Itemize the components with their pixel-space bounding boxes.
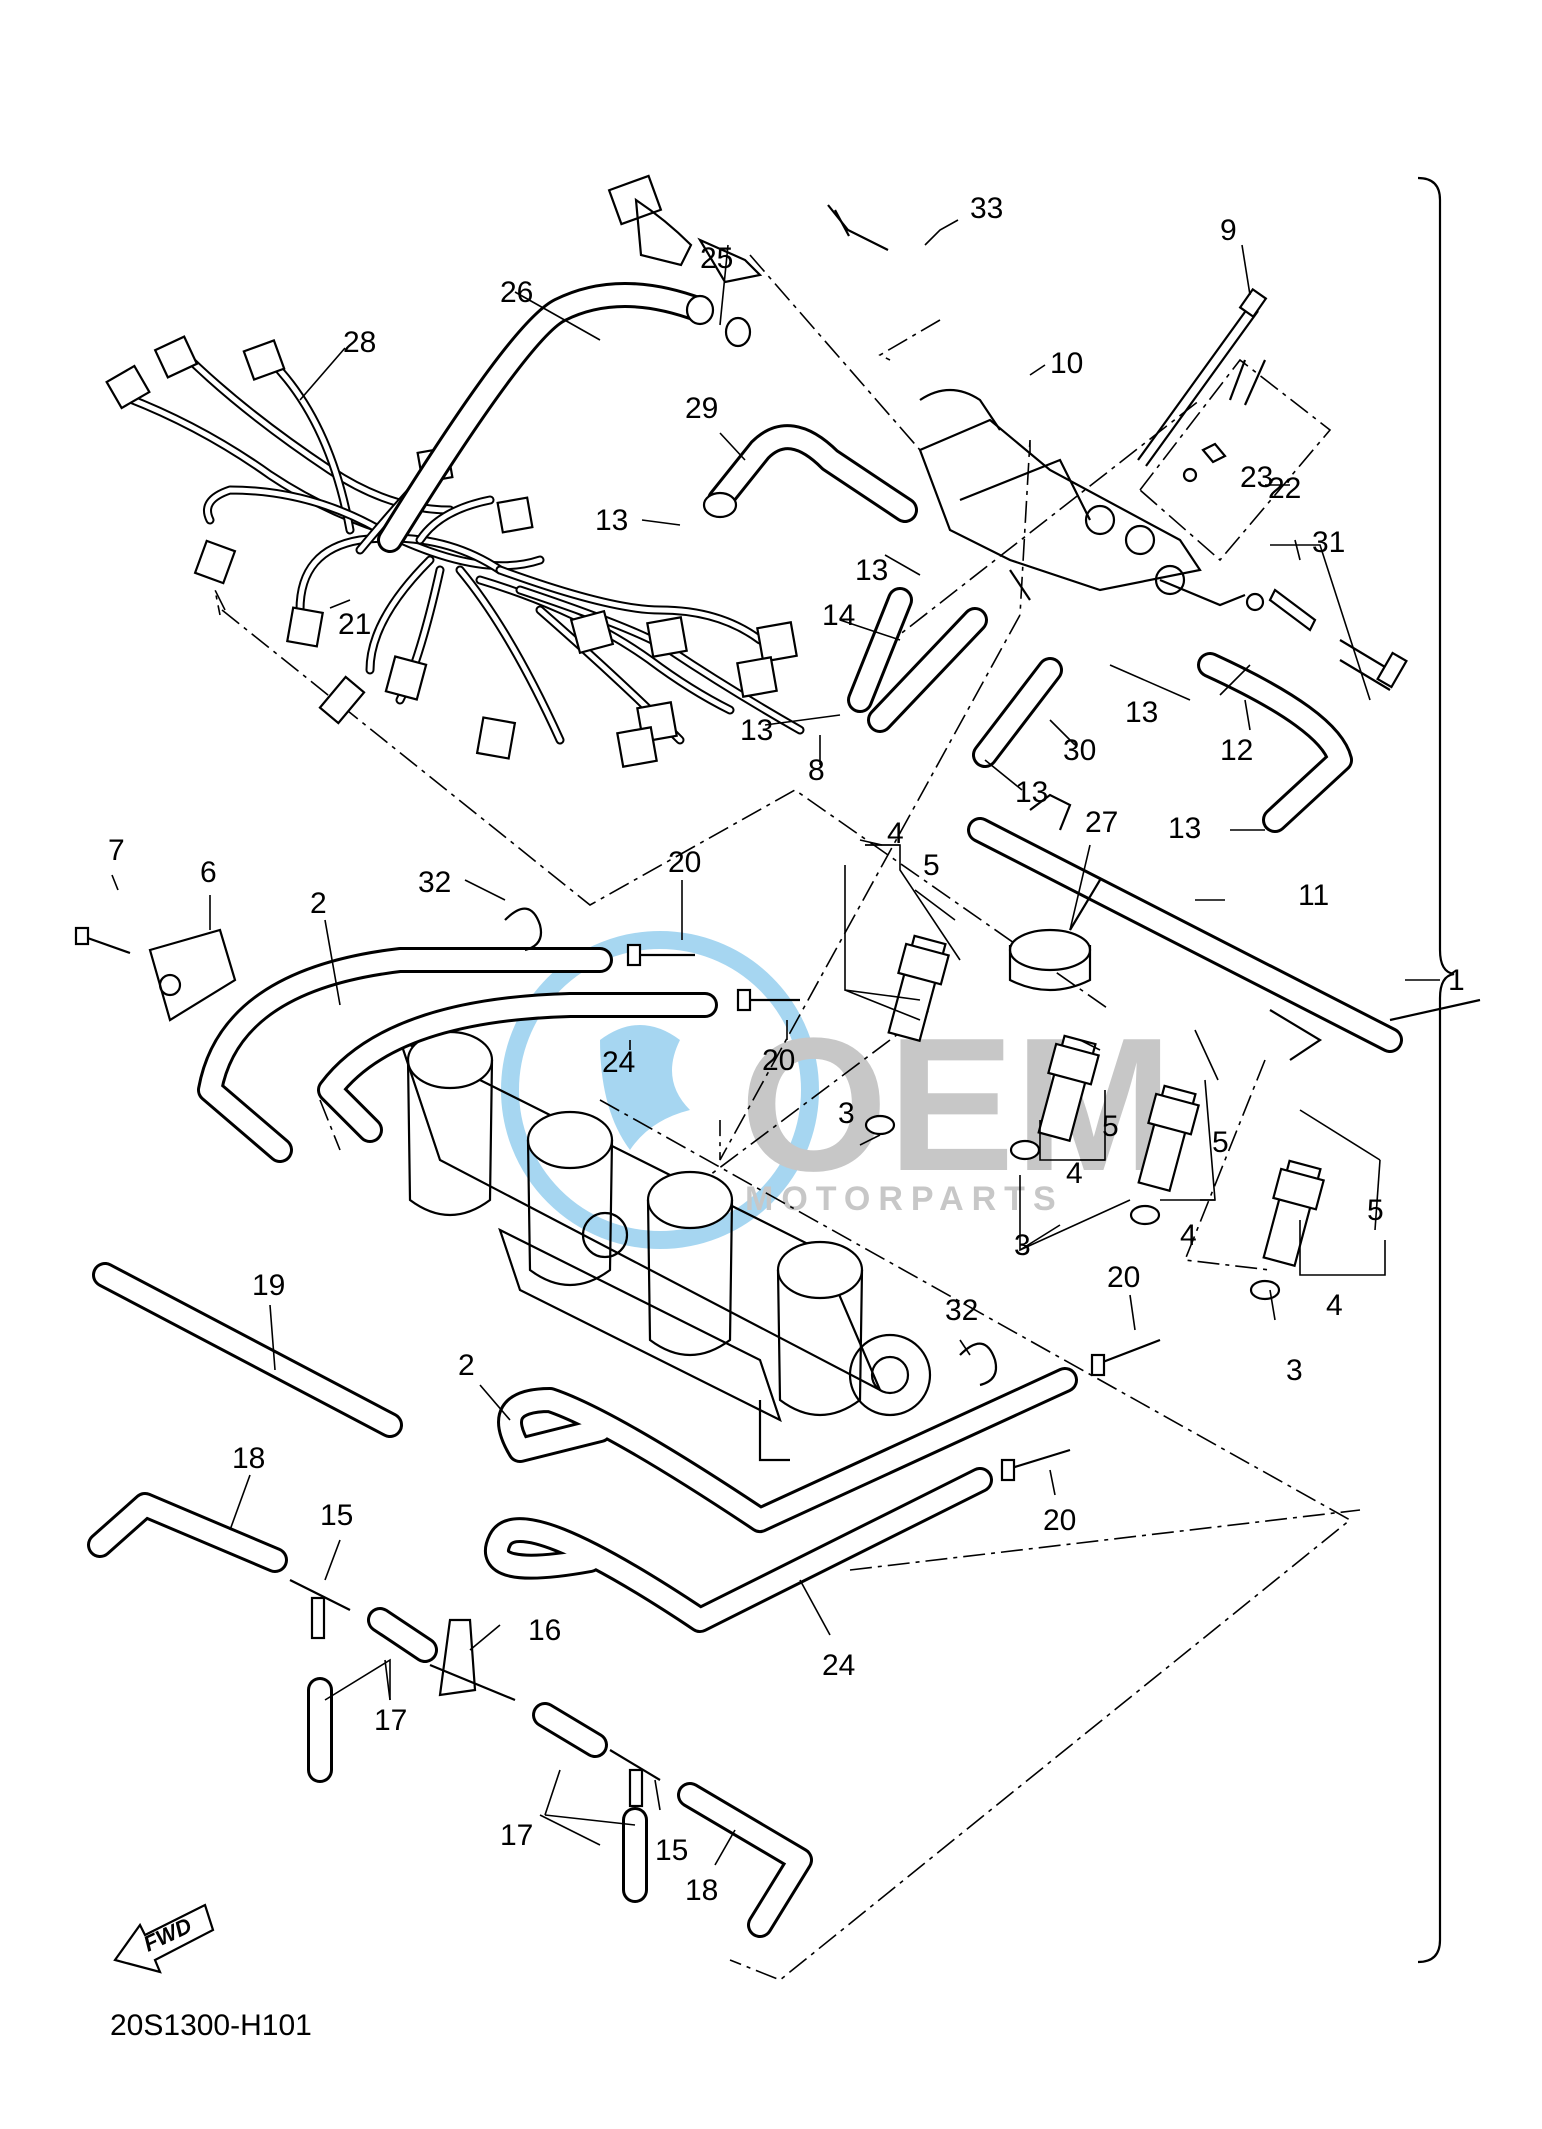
- callout-31: 31: [1312, 526, 1345, 559]
- callout-6: 6: [200, 856, 217, 889]
- screw-31-set: [1245, 588, 1408, 691]
- adjuster-22: [1138, 358, 1332, 562]
- sensor-6: [74, 926, 237, 1022]
- assembly-brace: [1417, 176, 1455, 1964]
- callout-13-e: 13: [1015, 776, 1048, 809]
- callout-10: 10: [1050, 347, 1083, 380]
- callout-3-b: 3: [1014, 1229, 1031, 1262]
- callout-20-c: 20: [1107, 1261, 1140, 1294]
- bolts-20: [626, 943, 1161, 1482]
- callout-21: 21: [338, 608, 371, 641]
- hose-26: [377, 282, 752, 553]
- callout-17-a: 17: [374, 1704, 407, 1737]
- callout-3-c: 3: [1286, 1354, 1303, 1387]
- callout-8: 8: [808, 754, 825, 787]
- callout-18-a: 18: [232, 1442, 265, 1475]
- callout-4-b: 4: [1066, 1157, 1083, 1190]
- callout-1: 1: [1448, 964, 1465, 997]
- injectors: [887, 934, 1326, 1268]
- callout-13-f: 13: [1168, 812, 1201, 845]
- callout-30: 30: [1063, 734, 1096, 767]
- callout-32-a: 32: [418, 866, 451, 899]
- watermark-brand: OEM: [740, 999, 1173, 1211]
- callout-19: 19: [252, 1269, 285, 1302]
- callout-7: 7: [108, 834, 125, 867]
- callout-12: 12: [1220, 734, 1253, 767]
- hose-24-lower: [484, 1467, 993, 1633]
- callout-17-b: 17: [500, 1819, 533, 1852]
- screw-9: [1137, 287, 1268, 467]
- callout-5-d: 5: [1367, 1194, 1384, 1227]
- callout-18-b: 18: [685, 1874, 718, 1907]
- clips-32: [504, 907, 998, 1387]
- regulator-bracket: [918, 389, 1246, 607]
- callout-13-a: 13: [595, 504, 628, 537]
- callout-labels: 1 2 2 3 3 3 4 4 4 4 5 5 5 5 6 7 8 9 10 1…: [108, 192, 1465, 1907]
- hoses-17: [307, 1607, 648, 1903]
- callout-20-a: 20: [668, 846, 701, 879]
- callout-24-b: 24: [822, 1649, 855, 1682]
- callout-16: 16: [528, 1614, 561, 1647]
- oem-motorparts-watermark: OEM MOTORPARTS: [501, 931, 1173, 1249]
- callout-4-d: 4: [1326, 1289, 1343, 1322]
- callout-11: 11: [1298, 879, 1329, 912]
- hose-2-lower: [497, 1367, 1078, 1533]
- callout-24-a: 24: [602, 1046, 635, 1079]
- callout-23: 23: [1240, 461, 1273, 494]
- callout-5-c: 5: [1212, 1126, 1229, 1159]
- hose-18-right: [677, 1782, 813, 1938]
- watermark-tagline: MOTORPARTS: [745, 1180, 1064, 1218]
- hose-29: [702, 424, 918, 523]
- callout-14: 14: [822, 599, 855, 632]
- forward-label: FWD: [140, 1913, 196, 1957]
- callout-4-a: 4: [887, 817, 904, 850]
- callout-2-upper: 2: [310, 887, 327, 920]
- callout-5-a: 5: [923, 849, 940, 882]
- hose-2-upper: [197, 947, 613, 1163]
- callout-33: 33: [970, 192, 1003, 225]
- callout-20-d: 20: [1043, 1504, 1076, 1537]
- callout-32-b: 32: [945, 1294, 978, 1327]
- throttle-body: [398, 1030, 932, 1462]
- callout-4-c: 4: [1180, 1219, 1197, 1252]
- callout-25: 25: [700, 242, 733, 275]
- callout-26: 26: [500, 276, 533, 309]
- callout-3-a: 3: [838, 1097, 855, 1130]
- fuel-rail: [967, 793, 1481, 1061]
- wire-harness: [105, 335, 805, 768]
- leader-lines: [111, 219, 1440, 1866]
- callout-2-lower: 2: [458, 1349, 475, 1382]
- diagram-code: 20S1300-H101: [110, 2009, 312, 2042]
- callout-5-b: 5: [1102, 1110, 1119, 1143]
- callout-27: 27: [1085, 806, 1118, 839]
- callout-29: 29: [685, 392, 718, 425]
- assembly-lines: [214, 254, 1361, 1981]
- hose-19: [92, 1262, 403, 1438]
- seals-3: [864, 1114, 1281, 1301]
- joint-16: [429, 1618, 516, 1702]
- sensor-33: [607, 174, 889, 284]
- callout-13-d: 13: [1125, 696, 1158, 729]
- hose-18-left: [87, 1492, 288, 1573]
- callout-13-b: 13: [855, 554, 888, 587]
- callout-15-b: 15: [655, 1834, 688, 1867]
- callout-15-a: 15: [320, 1499, 353, 1532]
- callout-28: 28: [343, 326, 376, 359]
- hose-24-upper: [317, 992, 718, 1143]
- fittings-15: [289, 1579, 661, 1808]
- forward-arrow-icon: FWD: [113, 1903, 215, 1974]
- callout-22: 22: [1268, 472, 1301, 505]
- callout-9: 9: [1220, 214, 1237, 247]
- callout-13-c: 13: [740, 714, 773, 747]
- callout-20-b: 20: [762, 1044, 795, 1077]
- fuel-hoses: [847, 587, 1353, 833]
